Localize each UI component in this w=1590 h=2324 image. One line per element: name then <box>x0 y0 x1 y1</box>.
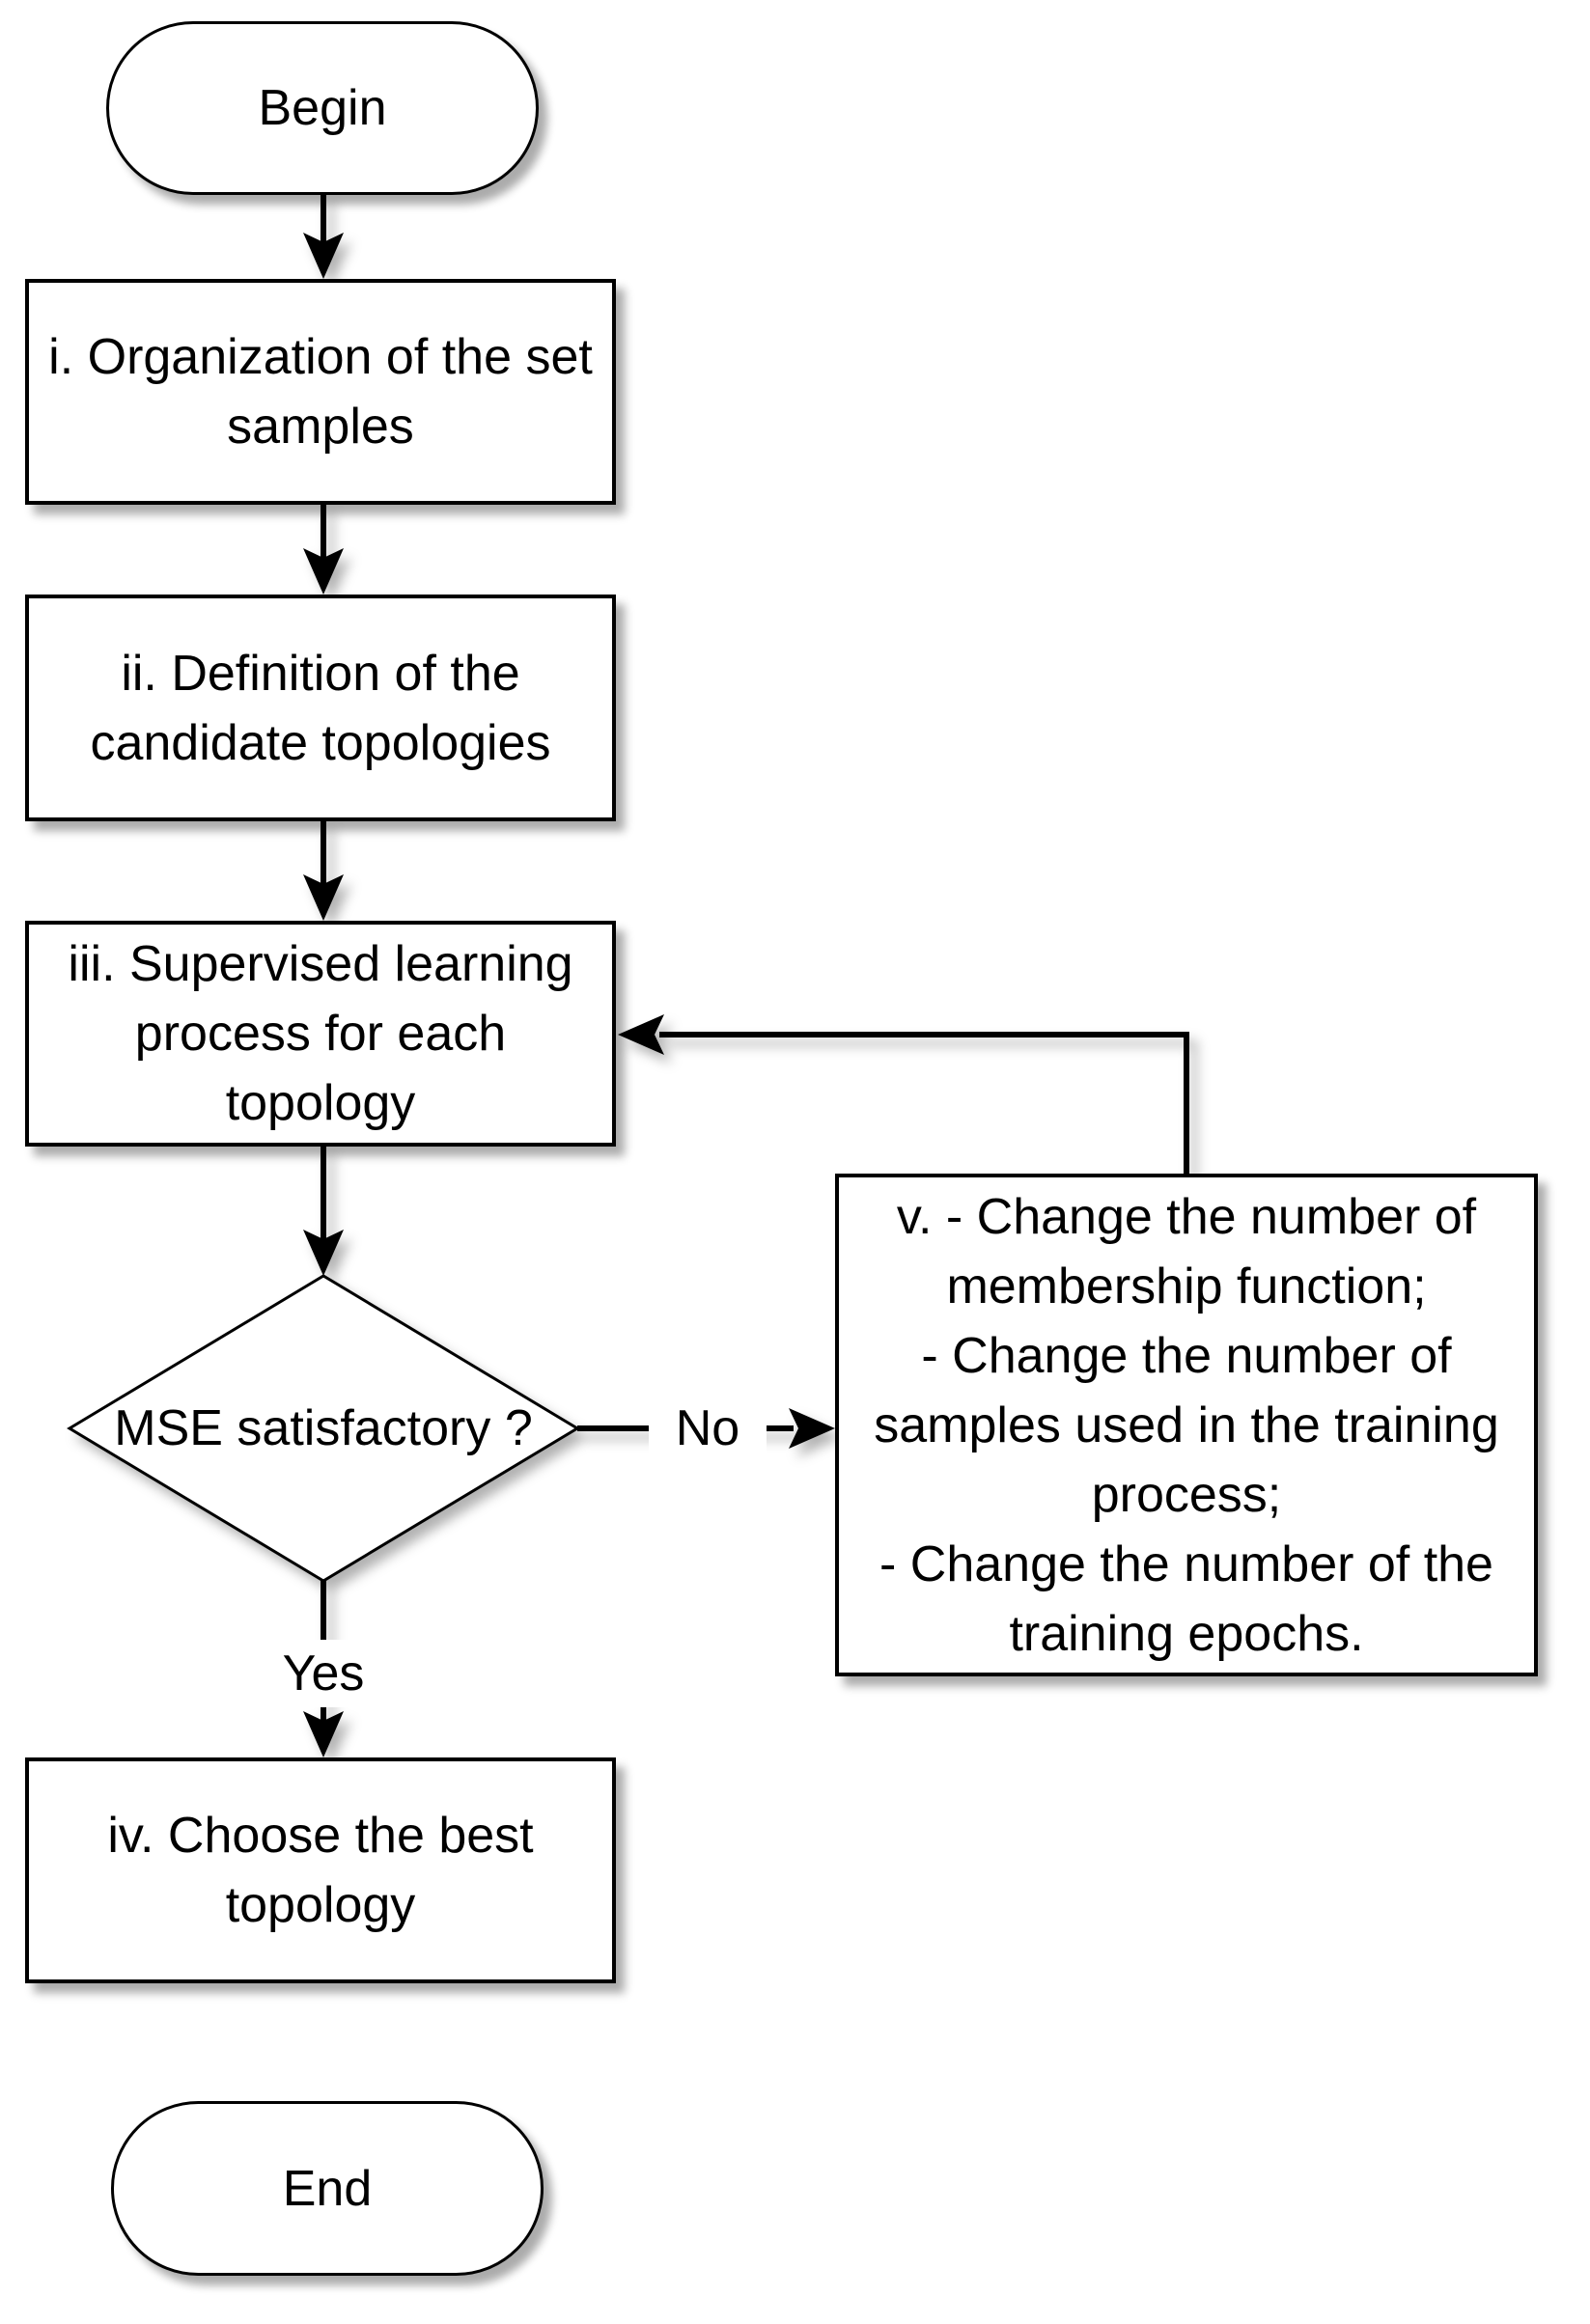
begin-terminator: Begin <box>106 21 539 195</box>
step-iv-line: iv. Choose the best <box>107 1808 534 1864</box>
step-v-line: samples used in the training <box>874 1397 1499 1453</box>
step-iii-line: topology <box>225 1075 416 1131</box>
step-i-line: i. Organization of the set <box>48 329 593 385</box>
arrowhead-icon <box>303 1230 344 1276</box>
decision-label: MSE satisfactory ? <box>114 1400 533 1456</box>
arrowhead-icon <box>789 1408 835 1449</box>
process-box-step-v: v. - Change the number of membership fun… <box>835 1174 1538 1676</box>
arrowhead-icon <box>303 233 344 279</box>
arrowhead-icon <box>303 548 344 595</box>
step-iii-line: iii. Supervised learning <box>68 936 573 992</box>
step-iii-line: process for each <box>134 1006 507 1062</box>
step-ii-line: ii. Definition of the <box>121 645 520 702</box>
arrowhead-icon <box>303 874 344 921</box>
process-box-step-i: i. Organization of the set samples <box>25 279 616 505</box>
edge-step-iii-to-decision <box>303 1147 344 1276</box>
no-edge-label: No <box>649 1396 767 1461</box>
step-ii-line: candidate topologies <box>90 714 551 771</box>
process-box-step-iii: iii. Supervised learning process for eac… <box>25 921 616 1147</box>
edge-step-ii-to-step-iii <box>303 821 344 921</box>
yes-edge-label: Yes <box>253 1640 394 1707</box>
end-label: End <box>282 2160 373 2217</box>
step-v-line: membership function; <box>946 1258 1427 1314</box>
step-v-line: v. - Change the number of <box>896 1188 1477 1245</box>
edge-step-i-to-step-ii <box>303 505 344 595</box>
step-v-line: - Change the number of <box>921 1327 1452 1384</box>
edge-begin-to-step-i <box>303 195 344 279</box>
begin-label: Begin <box>258 80 387 136</box>
step-iv-line: topology <box>225 1877 416 1933</box>
arrowhead-icon <box>618 1014 664 1055</box>
step-v-line: process; <box>1091 1466 1282 1523</box>
process-box-step-iv: iv. Choose the best topology <box>25 1757 616 1983</box>
edge-step-v-to-step-iii-feedback <box>618 1014 1189 1174</box>
arrowhead-icon <box>303 1711 344 1757</box>
decision-diamond <box>67 1274 580 1583</box>
process-box-step-ii: ii. Definition of the candidate topologi… <box>25 595 616 821</box>
step-v-line: - Change the number of the <box>879 1536 1493 1592</box>
end-terminator: End <box>111 2101 544 2276</box>
step-i-line: samples <box>227 399 414 455</box>
step-v-line: training epochs. <box>1009 1605 1364 1662</box>
